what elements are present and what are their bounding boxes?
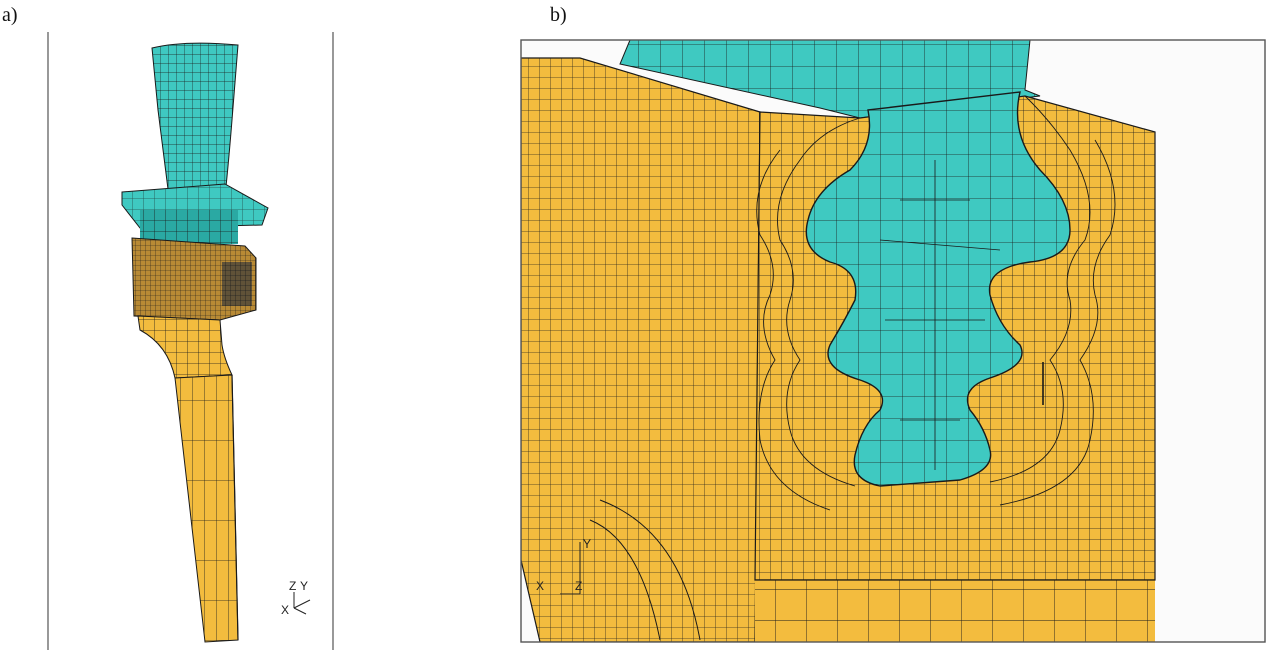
panel-label-a: a) <box>2 4 18 26</box>
panel-b-frame <box>520 39 1266 643</box>
blade-shank <box>140 210 238 244</box>
axis-y-label-b: Y <box>583 537 591 551</box>
disk-transition <box>137 315 233 379</box>
axis-x-label-a: X <box>281 603 289 617</box>
disk-side-face <box>521 57 761 642</box>
axis-z-label-b: Z <box>575 579 582 593</box>
panel-a: X Z Y <box>47 32 334 650</box>
disk-slot-block <box>131 237 257 321</box>
blade-airfoil <box>151 42 239 206</box>
panel-label-b: b) <box>550 4 567 26</box>
axis-triad-a: X Z Y <box>281 579 311 617</box>
disk-bottom-strip <box>755 579 1155 642</box>
fir-tree-root <box>805 91 1071 487</box>
axis-z-label-a: Z <box>289 579 296 593</box>
panel-b: X Y Z <box>521 40 1266 642</box>
axis-triad-b: X Y Z <box>536 537 591 595</box>
disk-web <box>174 374 239 643</box>
axis-x-label-b: X <box>536 579 544 593</box>
slot-contour-lines <box>756 95 1116 511</box>
axis-y-label-a: Y <box>300 579 308 593</box>
